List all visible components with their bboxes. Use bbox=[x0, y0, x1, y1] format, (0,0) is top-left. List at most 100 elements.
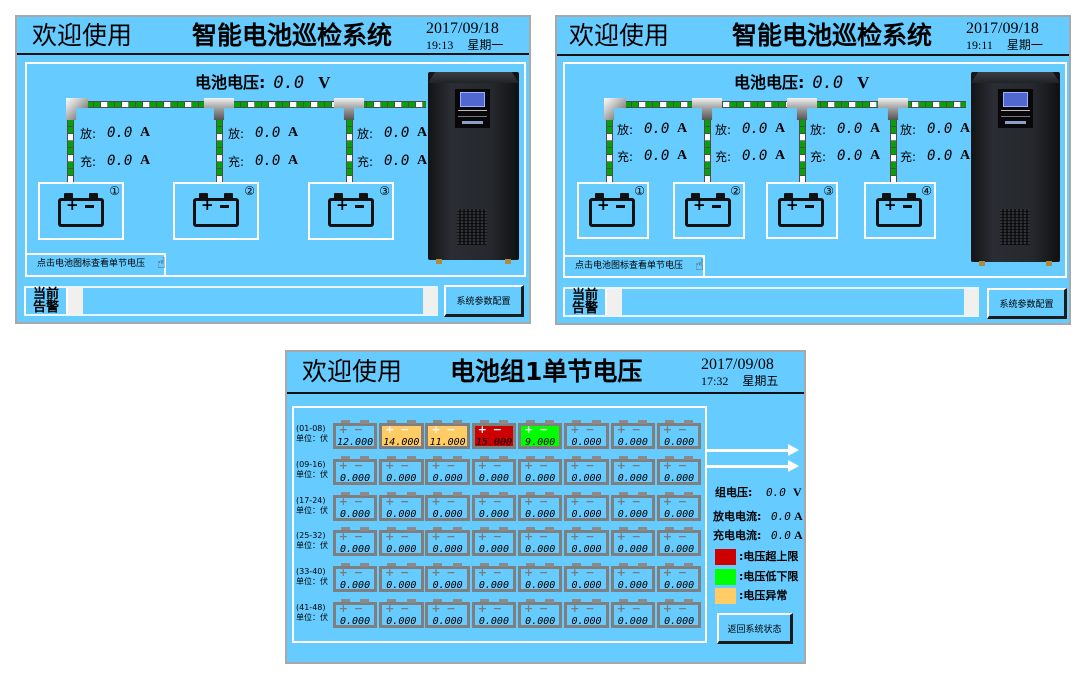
row-label: (01-08)单位：伏 bbox=[296, 420, 331, 449]
cell-16[interactable]: 0.000 bbox=[656, 455, 702, 485]
cell-24[interactable]: 0.000 bbox=[656, 491, 702, 521]
cell-25[interactable]: 0.000 bbox=[332, 527, 378, 557]
ups-foot bbox=[436, 259, 442, 264]
cell-02[interactable]: 14.000 bbox=[379, 420, 424, 449]
discharge-unit: A bbox=[870, 121, 881, 136]
battery-string-1[interactable]: ① bbox=[577, 182, 649, 239]
cell-04[interactable]: 15.000 bbox=[471, 420, 517, 449]
cell-20[interactable]: 0.000 bbox=[471, 491, 517, 521]
flow-arrow-icon bbox=[707, 444, 799, 456]
cell-43[interactable]: 0.000 bbox=[425, 598, 470, 628]
cell-34[interactable]: 0.000 bbox=[379, 563, 424, 593]
cell-46[interactable]: 0.000 bbox=[564, 598, 609, 628]
cell-42[interactable]: 0.000 bbox=[379, 598, 424, 628]
cell-22[interactable]: 0.000 bbox=[564, 491, 609, 521]
group-voltage-label: 组电压: bbox=[715, 486, 753, 499]
system-config-button[interactable]: 系统参数配置 bbox=[987, 288, 1067, 319]
battery-string-3[interactable]: ③ bbox=[766, 182, 838, 239]
battery-string-1[interactable]: ① bbox=[38, 182, 124, 240]
charge-value: 0.0 bbox=[255, 153, 281, 169]
cell-voltage: 0.000 bbox=[339, 544, 371, 556]
battery-icon[interactable] bbox=[58, 193, 104, 227]
cell-35[interactable]: 0.000 bbox=[425, 563, 470, 593]
discharge-label: 放: bbox=[617, 122, 634, 137]
topology-area bbox=[563, 62, 1067, 278]
branch-pipe-3 bbox=[346, 120, 353, 182]
flow-arrow-icon bbox=[707, 460, 799, 472]
alarm-message bbox=[83, 288, 423, 314]
cell-12[interactable]: 0.000 bbox=[471, 455, 517, 485]
cell-10[interactable]: 0.000 bbox=[379, 455, 424, 485]
cell-14[interactable]: 0.000 bbox=[564, 455, 609, 485]
cell-voltage: 0.000 bbox=[571, 580, 602, 592]
battery-cell-icon bbox=[471, 458, 517, 485]
cell-03[interactable]: 11.000 bbox=[425, 420, 470, 449]
back-to-system-status-button[interactable]: 返回系统状态 bbox=[717, 613, 793, 644]
battery-string-2[interactable]: ② bbox=[673, 182, 745, 239]
discharge-label: 放: bbox=[80, 126, 97, 141]
cell-27[interactable]: 0.000 bbox=[425, 527, 470, 557]
cell-47[interactable]: 0.000 bbox=[610, 598, 656, 628]
battery-icon[interactable] bbox=[685, 193, 731, 227]
cell-18[interactable]: 0.000 bbox=[379, 491, 424, 521]
cell-13[interactable]: 0.000 bbox=[517, 455, 563, 485]
battery-icon[interactable] bbox=[876, 193, 922, 227]
cell-45[interactable]: 0.000 bbox=[517, 598, 563, 628]
battery-cell-icon bbox=[379, 458, 424, 485]
cell-01[interactable]: 12.000 bbox=[332, 420, 378, 449]
cell-17[interactable]: 0.000 bbox=[332, 491, 378, 521]
cell-26[interactable]: 0.000 bbox=[379, 527, 424, 557]
legend-swatch-over-limit bbox=[715, 549, 736, 565]
alarm-label-line1: 当前 bbox=[33, 287, 60, 302]
cell-48[interactable]: 0.000 bbox=[656, 598, 702, 628]
discharge-value: 0.0 bbox=[644, 121, 670, 137]
cell-33[interactable]: 0.000 bbox=[332, 563, 378, 593]
cell-voltage: 0.000 bbox=[664, 472, 695, 484]
cell-09[interactable]: 0.000 bbox=[332, 455, 378, 485]
cell-36[interactable]: 0.000 bbox=[471, 563, 517, 593]
cell-voltage: 0.000 bbox=[617, 615, 648, 627]
system-config-button[interactable]: 系统参数配置 bbox=[444, 285, 524, 317]
battery-icon[interactable] bbox=[778, 193, 824, 227]
battery-string-3[interactable]: ③ bbox=[308, 182, 394, 240]
cell-31[interactable]: 0.000 bbox=[610, 527, 656, 557]
cell-41[interactable]: 0.000 bbox=[332, 598, 378, 628]
cell-40[interactable]: 0.000 bbox=[656, 563, 702, 593]
battery-icon[interactable] bbox=[193, 193, 239, 227]
cell-07[interactable]: 0.000 bbox=[610, 420, 656, 449]
cell-voltage: 15.000 bbox=[475, 437, 512, 448]
cell-voltage: 0.000 bbox=[432, 544, 463, 556]
cell-29[interactable]: 0.000 bbox=[517, 527, 563, 557]
cell-32[interactable]: 0.000 bbox=[656, 527, 702, 557]
cell-28[interactable]: 0.000 bbox=[471, 527, 517, 557]
view-cell-voltage-hint[interactable]: 点击电池图标查看单节电压 bbox=[563, 255, 705, 278]
cell-23[interactable]: 0.000 bbox=[610, 491, 656, 521]
cell-voltage: 0.000 bbox=[478, 615, 509, 627]
cell-44[interactable]: 0.000 bbox=[471, 598, 517, 628]
cell-11[interactable]: 0.000 bbox=[425, 455, 470, 485]
ups-led-bar bbox=[462, 121, 483, 124]
alarm-scroll-right bbox=[423, 288, 438, 314]
battery-string-2[interactable]: ② bbox=[173, 182, 259, 240]
cell-voltage: 0.000 bbox=[386, 615, 417, 627]
cell-15[interactable]: 0.000 bbox=[610, 455, 656, 485]
clock: 19:11 bbox=[966, 38, 993, 52]
cell-08[interactable]: 0.000 bbox=[656, 420, 702, 449]
charge-label: 充: bbox=[715, 149, 732, 164]
cell-39[interactable]: 0.000 bbox=[610, 563, 656, 593]
cell-21[interactable]: 0.000 bbox=[517, 491, 563, 521]
cell-30[interactable]: 0.000 bbox=[564, 527, 609, 557]
cell-05[interactable]: 9.000 bbox=[517, 420, 563, 449]
battery-string-4[interactable]: ④ bbox=[864, 182, 936, 239]
cell-38[interactable]: 0.000 bbox=[564, 563, 609, 593]
battery-cell-icon bbox=[517, 566, 563, 593]
cell-06[interactable]: 0.000 bbox=[564, 420, 609, 449]
cell-37[interactable]: 0.000 bbox=[517, 563, 563, 593]
battery-icon[interactable] bbox=[589, 193, 635, 227]
battery-cell-icon bbox=[471, 601, 517, 628]
battery-icon[interactable] bbox=[328, 193, 374, 227]
cell-19[interactable]: 0.000 bbox=[425, 491, 470, 521]
alarm-label-line2: 告警 bbox=[33, 300, 60, 315]
view-cell-voltage-hint[interactable]: 点击电池图标查看单节电压 bbox=[25, 253, 166, 277]
